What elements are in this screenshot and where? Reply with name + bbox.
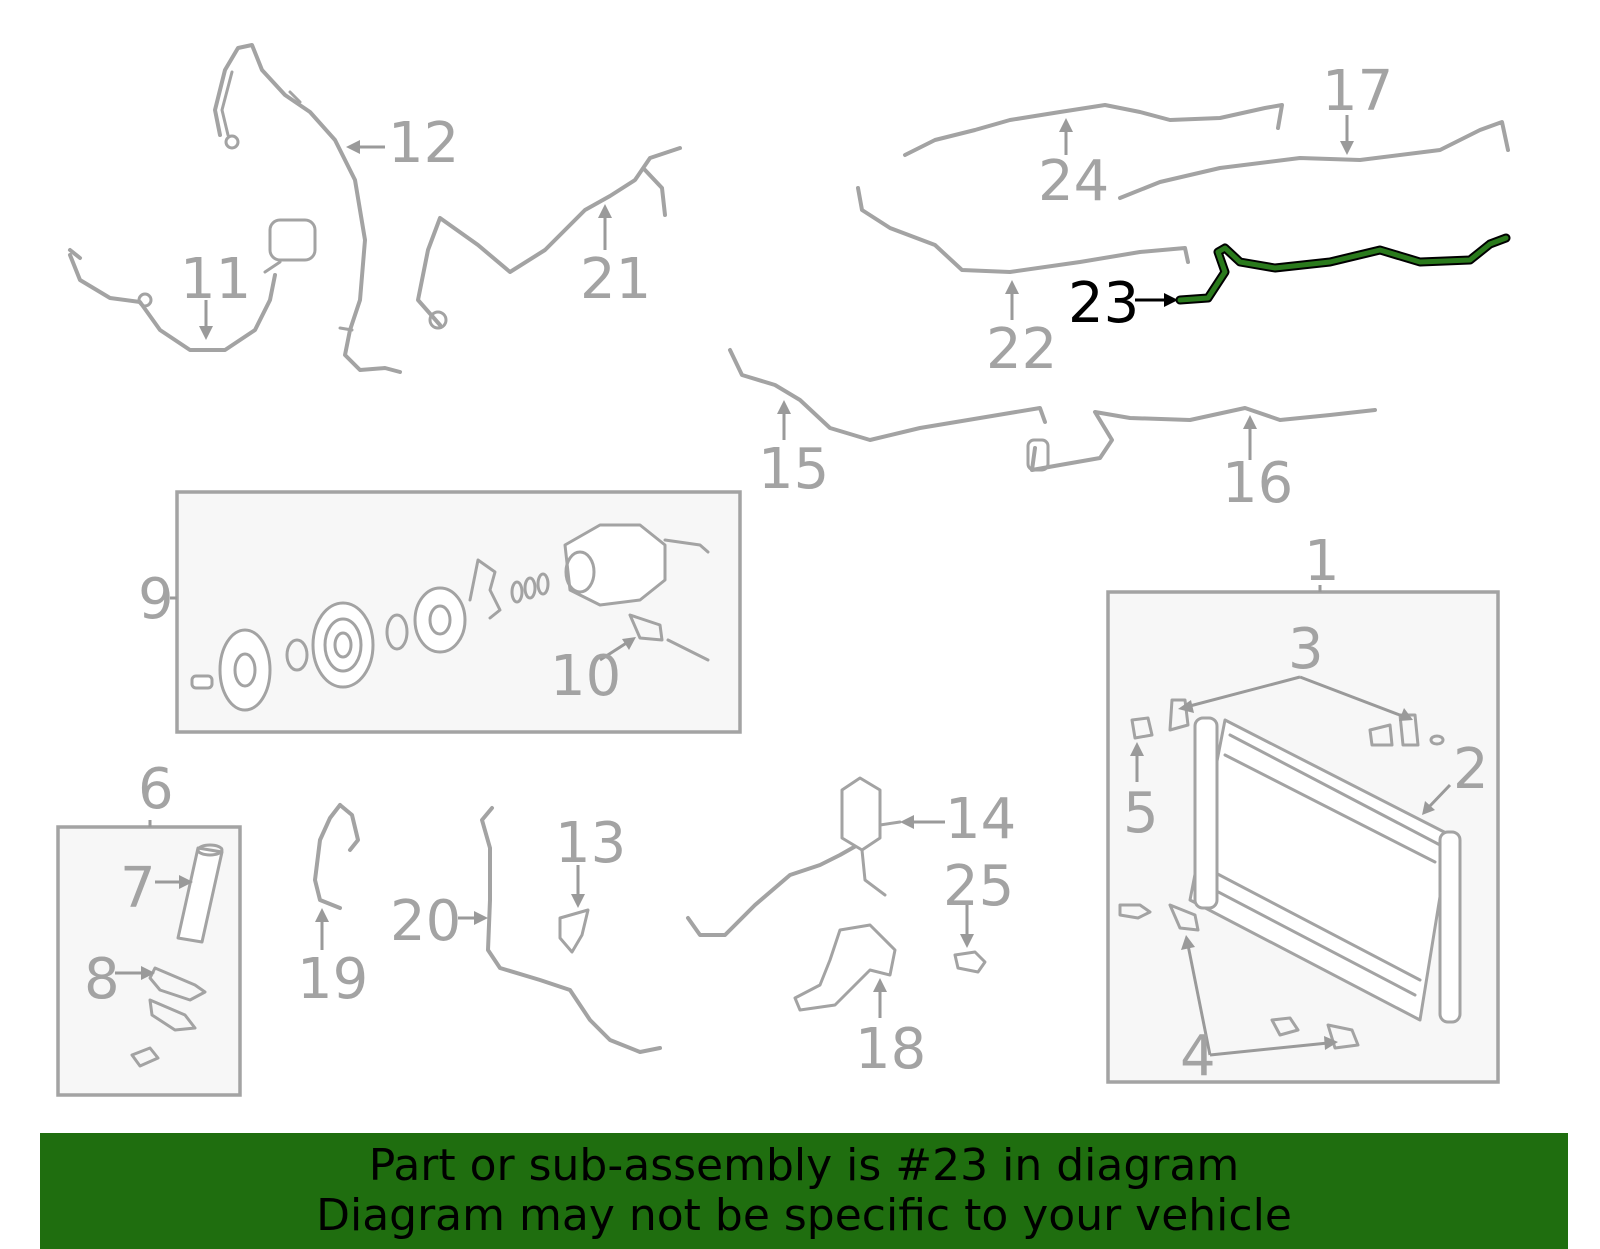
- callout-1: 1: [1304, 529, 1340, 594]
- callout-19: 19: [297, 947, 368, 1012]
- callout-12: 12: [388, 111, 459, 176]
- part-25-fitting: [953, 950, 987, 974]
- callout-3: 3: [1288, 617, 1324, 682]
- arrow-4a: [1186, 944, 1212, 1056]
- arrow-3a: [1185, 675, 1301, 709]
- part-info-banner: Part or sub-assembly is #23 in diagram D…: [40, 1133, 1568, 1249]
- part-11-hose: [68, 218, 317, 352]
- part-19-pipe: [313, 803, 360, 910]
- callout-21: 21: [580, 247, 651, 312]
- callout-14: 14: [945, 787, 1016, 852]
- part-12-hose: [213, 43, 402, 374]
- callout-15: 15: [758, 437, 829, 502]
- receiver-components: [130, 843, 224, 1068]
- part-13-bracket: [558, 908, 590, 954]
- callout-17: 17: [1322, 59, 1393, 124]
- arrow-10: [599, 640, 629, 662]
- part-24-pipe: [903, 103, 1284, 157]
- compressor-components: [190, 523, 710, 712]
- part-18-bracket: [793, 923, 897, 1012]
- banner-disclaimer-line: Diagram may not be specific to your vehi…: [316, 1190, 1292, 1241]
- arrow-4b: [1209, 1041, 1329, 1057]
- part-21-pipe: [416, 146, 682, 330]
- callout-18: 18: [855, 1017, 926, 1082]
- part-23-pipe-highlighted[interactable]: [1175, 233, 1511, 305]
- part-16-pipe: [1026, 406, 1377, 472]
- callout-6: 6: [138, 757, 174, 822]
- callout-5: 5: [1123, 781, 1159, 846]
- callout-23: 23: [1068, 271, 1139, 336]
- callout-16: 16: [1222, 451, 1293, 516]
- callout-13: 13: [555, 811, 626, 876]
- part-22-pipe: [856, 186, 1190, 274]
- callout-22: 22: [986, 317, 1057, 382]
- part-14-hose: [686, 776, 902, 937]
- part-15-pipe: [728, 348, 1047, 442]
- callout-25: 25: [943, 854, 1014, 919]
- callout-9: 9: [138, 567, 174, 632]
- condenser: [1118, 698, 1462, 1050]
- callout-10: 10: [550, 644, 621, 709]
- part-17-pipe: [1118, 120, 1510, 200]
- callout-11: 11: [180, 247, 251, 312]
- callout-2: 2: [1453, 737, 1489, 802]
- arrow-2: [1426, 783, 1452, 810]
- callout-4: 4: [1180, 1024, 1216, 1089]
- callout-7: 7: [120, 856, 156, 921]
- part-20-pipe: [480, 806, 662, 1054]
- arrow-3b: [1299, 675, 1406, 719]
- callout-20: 20: [390, 889, 461, 954]
- callout-8: 8: [84, 947, 120, 1012]
- callout-24: 24: [1038, 149, 1109, 214]
- banner-part-line: Part or sub-assembly is #23 in diagram: [368, 1140, 1240, 1191]
